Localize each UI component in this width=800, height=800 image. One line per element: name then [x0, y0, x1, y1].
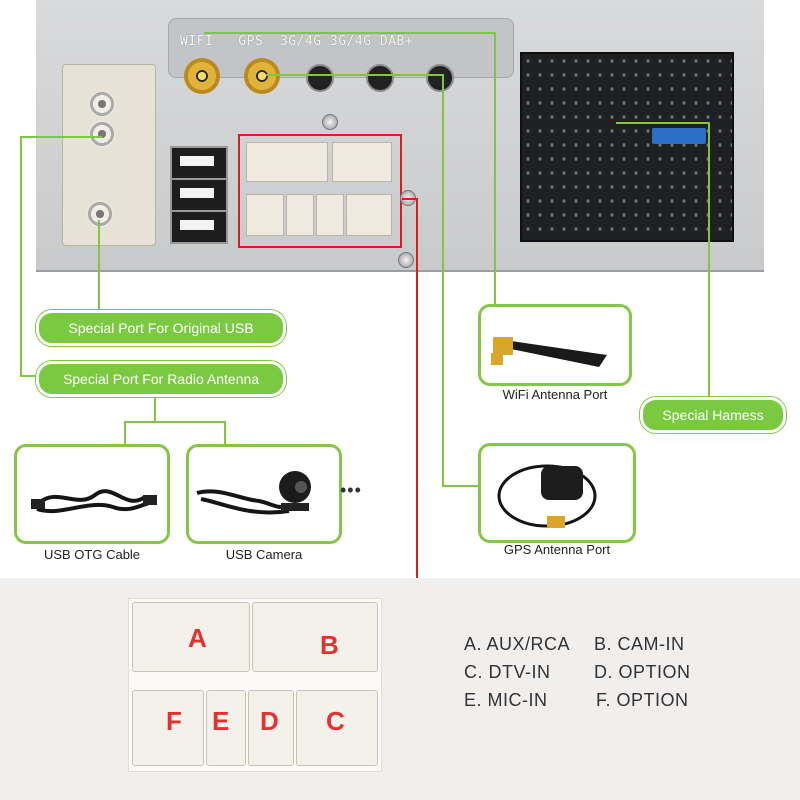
radio-antenna-port-2 — [88, 120, 116, 148]
connector-label-e: E — [212, 706, 230, 736]
connector-block-highlight — [238, 134, 402, 248]
legend-e: E. MIC-IN — [464, 690, 548, 710]
connector-label-a: A — [188, 623, 207, 653]
port-label-3g4g-1: 3G/4G — [279, 34, 322, 49]
caption-wifi-antenna: WiFi Antenna Port — [502, 387, 608, 402]
usb-camera-icon — [196, 471, 311, 515]
special-harness-connector — [520, 52, 734, 242]
leader-line-harness-v — [708, 122, 710, 398]
device-connector-f — [246, 194, 284, 236]
accessory-card-usb-camera — [186, 444, 342, 544]
leader-line-harness-h — [616, 122, 710, 124]
gps-sma-port — [244, 58, 280, 94]
device-connector-d — [316, 194, 344, 236]
connector-c — [296, 690, 378, 766]
legend-d: D. OPTION — [594, 662, 691, 682]
leader-line-radio-v — [20, 136, 22, 376]
accessory-card-gps-antenna — [478, 443, 636, 543]
connector-label-d: D — [260, 706, 279, 736]
leader-line-accessories-bar — [124, 421, 226, 423]
accessory-card-usb-otg — [14, 444, 170, 544]
port-label-wifi: WIFI — [180, 34, 214, 49]
connector-detail-section — [0, 578, 800, 800]
device-connector-e — [286, 194, 314, 236]
antenna-port-labels: WIFI GPS 3G/4G 3G/4G DAB+ — [180, 34, 413, 49]
wifi-sma-port — [184, 58, 220, 94]
accessory-card-wifi-antenna — [478, 304, 632, 386]
leader-line-usb — [98, 220, 100, 316]
caption-gps-antenna: GPS Antenna Port — [503, 542, 611, 557]
usb-port-3 — [170, 210, 228, 244]
connector-d — [248, 690, 294, 766]
red-leader-v — [416, 198, 418, 698]
leader-line-wifi-h — [204, 32, 496, 34]
leader-line-accessories-stem — [154, 390, 156, 422]
leader-line-radio-h2 — [20, 375, 42, 377]
caption-usb-otg: USB OTG Cable — [43, 547, 141, 562]
leader-line-wifi-v — [494, 32, 496, 306]
connector-e — [206, 690, 246, 766]
leader-line-gps-h2 — [442, 485, 478, 487]
usb-otg-cable-icon — [31, 489, 157, 514]
3g4g-port-1 — [306, 64, 334, 92]
panel-screw-2 — [398, 252, 414, 268]
harness-fuse — [652, 128, 706, 144]
connector-label-f: F — [166, 706, 182, 736]
legend-f: F. OPTION — [596, 690, 689, 710]
connector-f — [132, 690, 204, 766]
usb-port-1 — [170, 146, 228, 180]
device-connector-b — [332, 142, 392, 182]
leader-line-gps-v — [442, 74, 444, 486]
port-label-3g4g-2: 3G/4G — [329, 34, 372, 49]
device-connector-c — [346, 194, 392, 236]
wifi-antenna-icon — [491, 337, 607, 367]
leader-line-radio-h1 — [20, 136, 102, 138]
3g4g-port-2 — [366, 64, 394, 92]
radio-antenna-port-1 — [88, 90, 116, 118]
callout-special-harness: Special Hamess — [640, 397, 786, 433]
connector-a — [132, 602, 250, 672]
callout-original-usb: Special Port For Original USB — [36, 310, 286, 346]
port-label-dab: DAB+ — [379, 34, 414, 49]
dab-port — [426, 64, 454, 92]
connector-b — [252, 602, 378, 672]
legend-a: A. AUX/RCA — [464, 634, 571, 654]
panel-screw-3 — [322, 114, 338, 130]
leader-line-gps-h1 — [266, 74, 444, 76]
legend-c: C. DTV-IN — [464, 662, 551, 682]
device-connector-a — [246, 142, 328, 182]
more-accessories-indicator: ••• — [340, 480, 362, 500]
gps-antenna-icon — [497, 464, 597, 528]
usb-port-2 — [170, 178, 228, 212]
leader-line-accessory-1 — [124, 421, 126, 447]
red-leader-h1 — [402, 198, 418, 200]
leader-line-accessory-2 — [224, 421, 226, 447]
connector-label-c: C — [326, 706, 345, 736]
caption-usb-camera: USB Camera — [225, 547, 303, 562]
original-usb-port — [86, 200, 114, 228]
port-label-gps: GPS — [238, 34, 264, 49]
connector-label-b: B — [320, 630, 339, 660]
callout-radio-antenna: Special Port For Radio Antenna — [36, 361, 286, 397]
antenna-port-rail — [168, 18, 514, 78]
legend-b: B. CAM-IN — [594, 634, 685, 654]
